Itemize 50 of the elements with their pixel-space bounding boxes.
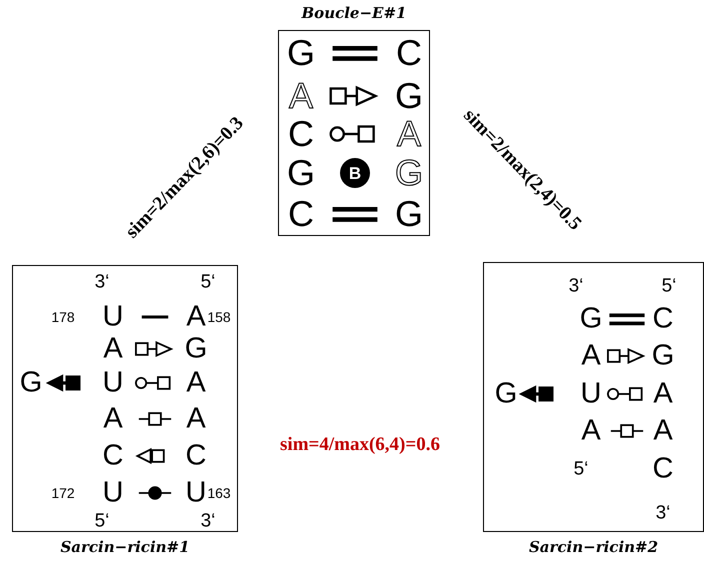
nucleotide-letter: A (653, 380, 673, 408)
residue-number: 163 (207, 486, 231, 500)
nucleotide-letter: C (288, 196, 314, 232)
nucleotide-letter: C (652, 454, 674, 484)
nucleotide-letter: U (580, 380, 602, 408)
nucleotide-letter: A (581, 342, 601, 370)
residue-number: 158 (207, 310, 231, 324)
nucleotide-letter: U (102, 368, 124, 398)
residue-number: 178 (51, 310, 75, 324)
motif-title: Sarcin−ricin#2 (528, 538, 658, 556)
circled-letter-icon: B (340, 158, 370, 188)
nucleotide-letter: A (103, 404, 123, 434)
nucleotide-letter: G (652, 342, 674, 370)
residue-number: 172 (51, 486, 75, 500)
nucleotide-letter: A (103, 334, 123, 364)
nucleotide-letter: G (395, 78, 423, 114)
nucleotide-letter: A (653, 416, 673, 446)
nucleotide-letter: G (184, 334, 208, 364)
nucleotide-letter: G (395, 155, 423, 191)
nucleotide-letter: G (287, 35, 315, 71)
nucleotide-letter: U (102, 302, 124, 332)
strand-end-label: 3‘ (656, 504, 670, 522)
strand-end-label: 3‘ (200, 512, 216, 530)
nucleotide-letter: A (186, 302, 206, 332)
nucleotide-letter: A (289, 78, 313, 114)
nucleotide-letter: C (288, 116, 314, 152)
strand-end-label: 3‘ (94, 272, 110, 292)
nucleotide-letter: A (186, 404, 206, 434)
nucleotide-letter: C (186, 442, 206, 470)
motif-title: Boucle−E#1 (302, 4, 406, 22)
nucleotide-letter: U (186, 478, 206, 508)
similarity-score: sim=4/max(6,4)=0.6 (280, 434, 440, 456)
strand-end-label: 5‘ (200, 272, 216, 292)
nucleotide-letter: C (652, 304, 674, 334)
strand-end-label: 5‘ (662, 276, 676, 296)
strand-end-label: 5‘ (574, 460, 588, 478)
nucleotide-letter: C (396, 35, 422, 71)
nucleotide-letter: C (102, 442, 124, 470)
nucleotide-letter: G (494, 380, 518, 408)
strand-end-label: 5‘ (94, 512, 110, 530)
nucleotide-letter: G (395, 196, 423, 232)
nucleotide-letter: G (20, 368, 42, 398)
nucleotide-letter: A (581, 416, 601, 446)
nucleotide-letter: G (287, 155, 315, 191)
motif-title: Sarcin−ricin#1 (60, 538, 190, 556)
nucleotide-letter: A (397, 116, 421, 152)
strand-end-label: 3‘ (568, 276, 584, 296)
nucleotide-letter: A (186, 368, 206, 398)
nucleotide-letter: G (580, 304, 602, 334)
nucleotide-letter: U (102, 478, 124, 508)
